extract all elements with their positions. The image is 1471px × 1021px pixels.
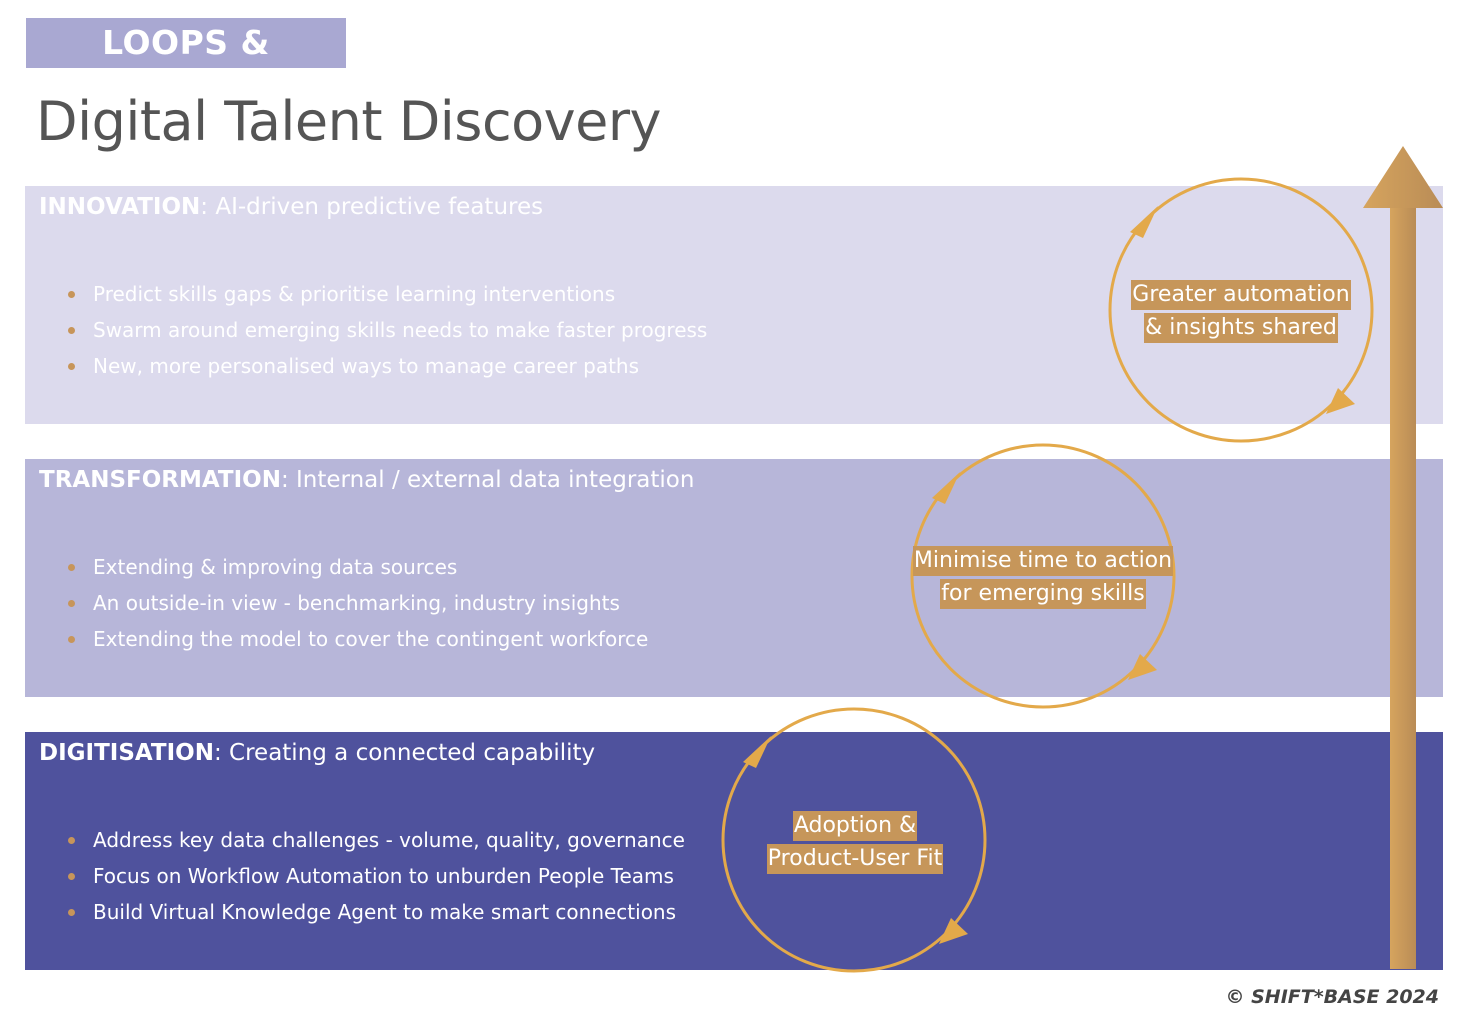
- loop-label-transformation: Minimise time to action for emerging ski…: [902, 544, 1184, 610]
- bullet-item: Address key data challenges - volume, qu…: [65, 822, 685, 858]
- bullet-item: Extending & improving data sources: [65, 549, 648, 585]
- layer-heading: INNOVATION: AI-driven predictive feature…: [39, 194, 543, 220]
- bullet-item: Predict skills gaps & prioritise learnin…: [65, 276, 707, 312]
- layer-heading-bold: INNOVATION: [39, 194, 201, 220]
- bullet-item: Focus on Workflow Automation to unburden…: [65, 858, 685, 894]
- layer-heading-bold: DIGITISATION: [39, 740, 214, 766]
- layer-heading-text: : Internal / external data integration: [280, 467, 695, 493]
- bullet-item: Extending the model to cover the conting…: [65, 621, 648, 657]
- section-badge: LOOPS & LAYERS: [26, 18, 346, 112]
- loop-label-innovation: Greater automation & insights shared: [1110, 278, 1372, 344]
- loop-circle-transformation: [910, 443, 1176, 709]
- layer-heading-text: : Creating a connected capability: [213, 740, 596, 766]
- bullet-item: Swarm around emerging skills needs to ma…: [65, 312, 707, 348]
- loop-arrowhead-icon: [1130, 206, 1158, 238]
- loop-label-line: Minimise time to action: [912, 546, 1174, 576]
- layer-heading-bold: TRANSFORMATION: [39, 467, 281, 493]
- bullet-item: An outside-in view - benchmarking, indus…: [65, 585, 648, 621]
- loop-label-line: Product-User Fit: [766, 844, 944, 874]
- loop-label-line: & insights shared: [1144, 313, 1338, 343]
- layer-heading: TRANSFORMATION: Internal / external data…: [39, 467, 694, 493]
- bullet-item: New, more personalised ways to manage ca…: [65, 348, 707, 384]
- copyright-notice: © SHIFT*BASE 2024: [1225, 986, 1440, 1008]
- loop-label-digitisation: Adoption & Product-User Fit: [724, 809, 986, 875]
- bullet-list: Predict skills gaps & prioritise learnin…: [65, 276, 707, 384]
- loop-label-line: for emerging skills: [940, 579, 1146, 609]
- page-title: Digital Talent Discovery: [36, 90, 662, 153]
- bullet-item: Build Virtual Knowledge Agent to make sm…: [65, 894, 685, 930]
- loop-arrowhead-icon: [1326, 388, 1355, 414]
- loop-arrowhead-icon: [939, 918, 968, 944]
- bullet-list: Extending & improving data sources An ou…: [65, 549, 648, 657]
- layer-digitisation: DIGITISATION: Creating a connected capab…: [25, 732, 1443, 970]
- growth-arrow: [1363, 146, 1443, 969]
- loop-arrowhead-icon: [932, 472, 960, 504]
- layer-heading: DIGITISATION: Creating a connected capab…: [39, 740, 595, 766]
- loop-circle-innovation: [1108, 177, 1374, 443]
- loop-label-line: Adoption &: [792, 811, 918, 841]
- bullet-list: Address key data challenges - volume, qu…: [65, 822, 685, 930]
- loop-label-line: Greater automation: [1131, 280, 1351, 310]
- layer-heading-text: : AI-driven predictive features: [200, 194, 544, 220]
- loop-arrowhead-icon: [1128, 654, 1157, 680]
- layer-transformation: TRANSFORMATION: Internal / external data…: [25, 459, 1443, 697]
- loop-circle-digitisation: [721, 707, 987, 973]
- loop-arrowhead-icon: [743, 736, 771, 768]
